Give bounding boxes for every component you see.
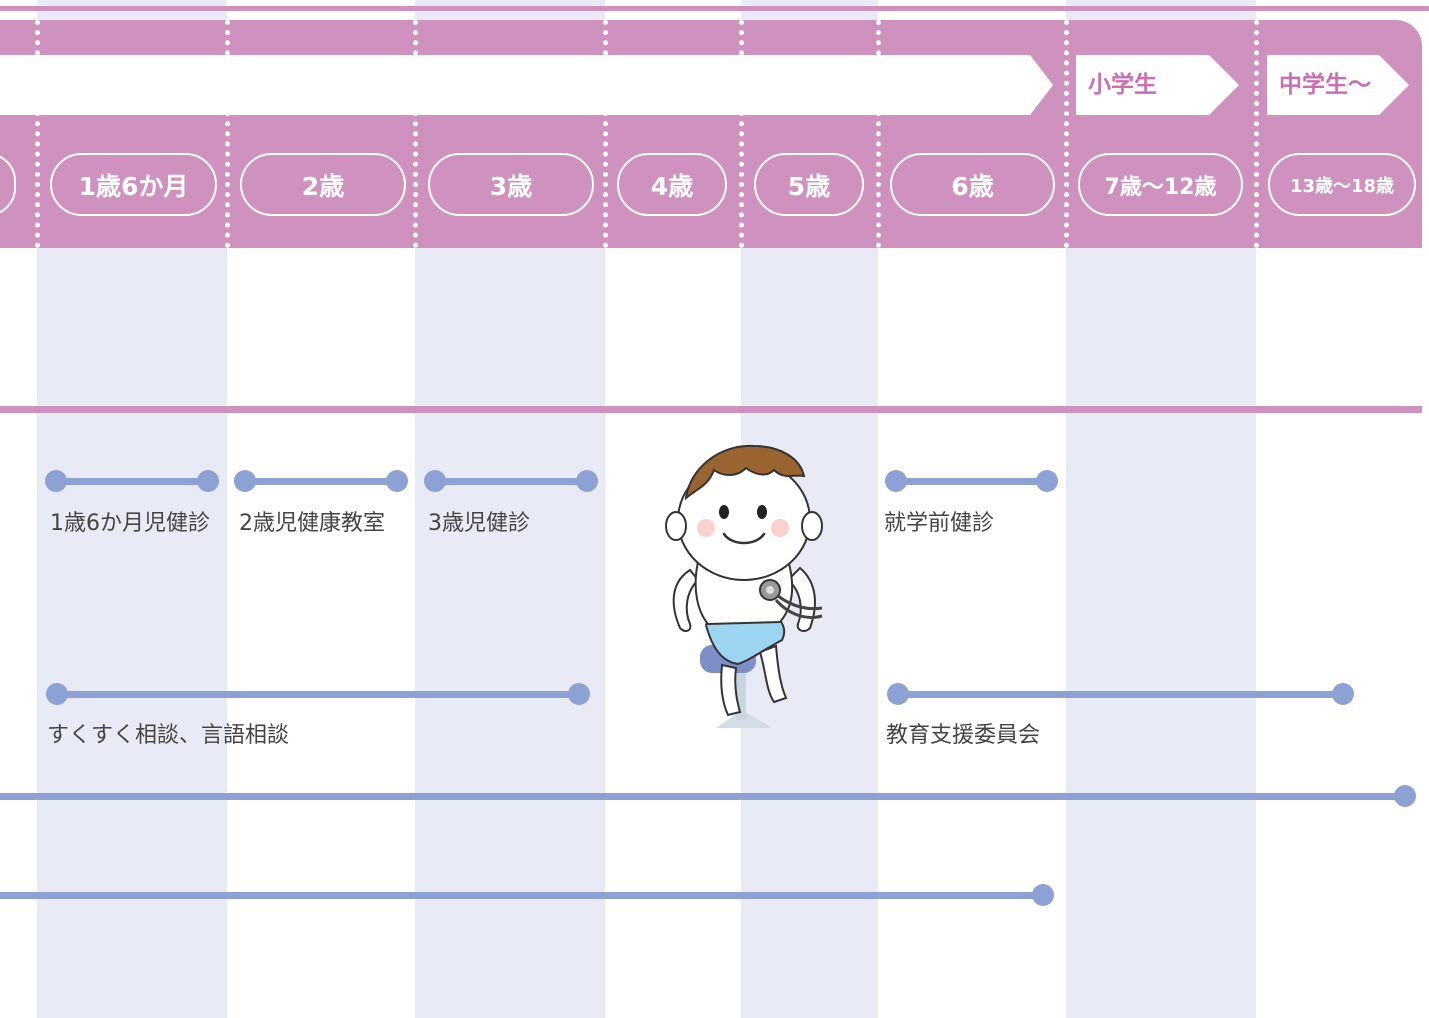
bar-endpoint xyxy=(386,470,408,492)
bar-endpoint xyxy=(1332,683,1354,705)
age-label: 1歳6か月 xyxy=(78,171,189,201)
column-divider xyxy=(1064,20,1069,248)
age-label: 6歳 xyxy=(951,171,994,201)
preschool-stage-arrow xyxy=(0,55,1053,115)
program-label: 2歳児健康教室 xyxy=(239,511,385,536)
age-pill-7-12y: 7歳〜12歳 xyxy=(1078,153,1243,216)
header-outline xyxy=(0,6,1429,11)
program-label: 就学前健診 xyxy=(884,511,995,536)
column-divider xyxy=(1254,20,1259,248)
age-label: 7歳〜12歳 xyxy=(1104,174,1217,200)
program-label: 教育支援委員会 xyxy=(886,723,1041,748)
program-bar-long-2 xyxy=(0,892,1043,899)
bar-endpoint xyxy=(1394,785,1416,807)
column-divider xyxy=(35,20,40,248)
bar-endpoint xyxy=(46,683,68,705)
age-label: 2歳 xyxy=(301,171,345,201)
program-label: すくすく相談、言語相談 xyxy=(47,723,290,748)
program-bar-3y-checkup xyxy=(435,478,587,485)
bar-endpoint xyxy=(568,683,590,705)
stage-label: 小学生 xyxy=(1088,72,1157,98)
program-bar-1y6m-checkup xyxy=(56,478,208,485)
column-divider xyxy=(876,20,881,248)
stage-arrow-junior-high: 中学生〜 xyxy=(1267,55,1409,115)
bar-endpoint xyxy=(576,470,598,492)
age-pill-3y: 3歳 xyxy=(428,153,594,216)
program-bar-2y-class xyxy=(245,478,397,485)
age-label: 4歳 xyxy=(650,171,694,201)
age-pill-6y: 6歳 xyxy=(890,153,1055,216)
bar-endpoint xyxy=(885,470,907,492)
column-divider xyxy=(603,20,608,248)
age-pill-13-18y: 13歳〜18歳 xyxy=(1268,153,1416,216)
column-divider xyxy=(413,20,418,248)
column-divider xyxy=(225,20,230,248)
bar-endpoint xyxy=(197,470,219,492)
age-label: 3歳 xyxy=(489,171,533,201)
age-pill-1y6m: 1歳6か月 xyxy=(50,153,217,216)
program-label: 3歳児健診 xyxy=(428,511,530,536)
bar-endpoint xyxy=(424,470,446,492)
stage-label: 中学生〜 xyxy=(1279,72,1371,98)
program-label: 1歳6か月児健診 xyxy=(50,511,210,536)
bar-endpoint xyxy=(45,470,67,492)
bar-endpoint xyxy=(1036,470,1058,492)
child-stethoscope-icon xyxy=(665,444,823,728)
age-pill-5y: 5歳 xyxy=(754,153,864,216)
age-pill-2y: 2歳 xyxy=(240,153,406,216)
age-pill-4y: 4歳 xyxy=(617,153,727,216)
program-bar-preschool-checkup xyxy=(896,478,1047,485)
bar-endpoint xyxy=(887,683,909,705)
bar-endpoint xyxy=(234,470,256,492)
age-label: 13歳〜18歳 xyxy=(1289,175,1395,197)
stage-arrow-elementary: 小学生 xyxy=(1076,55,1239,115)
age-label: 5歳 xyxy=(787,171,831,201)
program-bar-long-1 xyxy=(0,793,1405,800)
section-divider-line xyxy=(0,406,1422,413)
column-divider xyxy=(739,20,744,248)
bar-endpoint xyxy=(1032,884,1054,906)
program-bar-consultation xyxy=(57,691,579,698)
program-bar-education-committee xyxy=(898,691,1343,698)
